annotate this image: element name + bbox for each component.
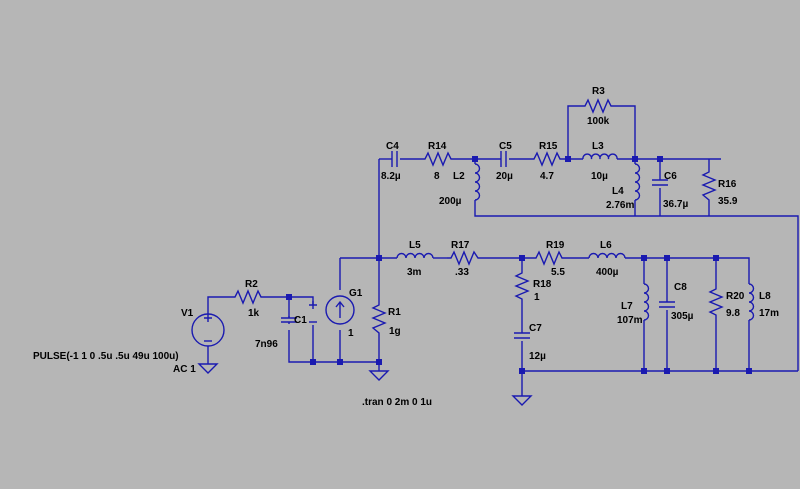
r3-resistor[interactable]	[582, 98, 614, 114]
r18-name: R18	[533, 279, 552, 290]
spice-directive[interactable]: .tran 0 2m 0 1u	[362, 397, 432, 408]
r19-resistor[interactable]	[533, 250, 565, 266]
r16-name: R16	[718, 179, 737, 190]
v1-value2: AC 1	[173, 364, 196, 375]
r2-resistor[interactable]	[232, 289, 264, 305]
v1-value: PULSE(-1 1 0 .5u .5u 49u 100u)	[33, 351, 179, 362]
c6-capacitor[interactable]	[652, 179, 668, 186]
c1-capacitor[interactable]	[281, 316, 297, 324]
c7-capacitor[interactable]	[514, 332, 530, 339]
l4-name: L4	[612, 186, 624, 197]
r14-value: 8	[434, 171, 440, 182]
l6-value: 400µ	[596, 267, 619, 278]
c4-name: C4	[386, 141, 399, 152]
c5-capacitor[interactable]	[500, 151, 507, 167]
c8-capacitor[interactable]	[659, 301, 675, 308]
r19-name: R19	[546, 240, 565, 251]
l7-name: L7	[621, 301, 633, 312]
wires	[207, 105, 799, 396]
c4-value: 8.2µ	[381, 171, 401, 182]
r3-name: R3	[592, 86, 605, 97]
r16-resistor[interactable]	[701, 169, 717, 205]
g1-vccs[interactable]	[309, 295, 355, 325]
r17-value: .33	[455, 267, 469, 278]
l5-value: 3m	[407, 267, 422, 278]
r3-value: 100k	[587, 116, 610, 127]
l7-value: 107m	[617, 315, 643, 326]
r18-resistor[interactable]	[514, 270, 530, 302]
ground-icon	[197, 363, 219, 374]
c1-value: 7n96	[255, 339, 278, 350]
c4-capacitor[interactable]	[391, 151, 398, 167]
c7-value: 12µ	[529, 351, 546, 362]
l5-inductor[interactable]	[396, 252, 434, 259]
ground-icon	[368, 370, 390, 381]
r1-name: R1	[388, 307, 401, 318]
l3-name: L3	[592, 141, 604, 152]
l8-name: L8	[759, 291, 771, 302]
l5-name: L5	[409, 240, 421, 251]
r1-resistor[interactable]	[371, 302, 387, 338]
c1-name: C1	[294, 315, 307, 326]
ground-icon	[511, 395, 533, 406]
l8-inductor[interactable]	[748, 283, 755, 321]
g1-name: G1	[349, 288, 363, 299]
r15-value: 4.7	[540, 171, 554, 182]
r16-value: 35.9	[718, 196, 738, 207]
r17-resistor[interactable]	[447, 250, 483, 266]
v1-source[interactable]	[191, 313, 225, 347]
r20-resistor[interactable]	[708, 286, 724, 318]
l2-inductor[interactable]	[474, 163, 481, 201]
r15-resistor[interactable]	[531, 151, 563, 167]
g1-value: 1	[348, 328, 354, 339]
c5-value: 20µ	[496, 171, 513, 182]
c5-name: C5	[499, 141, 512, 152]
l7-inductor[interactable]	[643, 283, 650, 321]
l2-value: 200µ	[439, 196, 462, 207]
l6-inductor[interactable]	[588, 252, 626, 259]
r20-value: 9.8	[726, 308, 740, 319]
l4-inductor[interactable]	[634, 163, 641, 201]
r2-value: 1k	[248, 308, 260, 319]
r17-name: R17	[451, 240, 470, 251]
r14-name: R14	[428, 141, 447, 152]
l2-name: L2	[453, 171, 465, 182]
c6-value: 36.7µ	[663, 199, 688, 210]
c8-value: 305µ	[671, 311, 694, 322]
c8-name: C8	[674, 282, 687, 293]
r1-value: 1g	[389, 326, 401, 337]
l6-name: L6	[600, 240, 612, 251]
l3-value: 10µ	[591, 171, 608, 182]
c7-name: C7	[529, 323, 542, 334]
c6-name: C6	[664, 171, 677, 182]
l4-value: 2.76m	[606, 200, 634, 211]
l8-value: 17m	[759, 308, 779, 319]
v1-name: V1	[181, 308, 194, 319]
r15-name: R15	[539, 141, 558, 152]
r20-name: R20	[726, 291, 745, 302]
r19-value: 5.5	[551, 267, 565, 278]
junctions	[286, 156, 752, 374]
r2-name: R2	[245, 279, 258, 290]
r14-resistor[interactable]	[422, 151, 454, 167]
r18-value: 1	[534, 292, 540, 303]
l3-inductor[interactable]	[582, 153, 618, 160]
